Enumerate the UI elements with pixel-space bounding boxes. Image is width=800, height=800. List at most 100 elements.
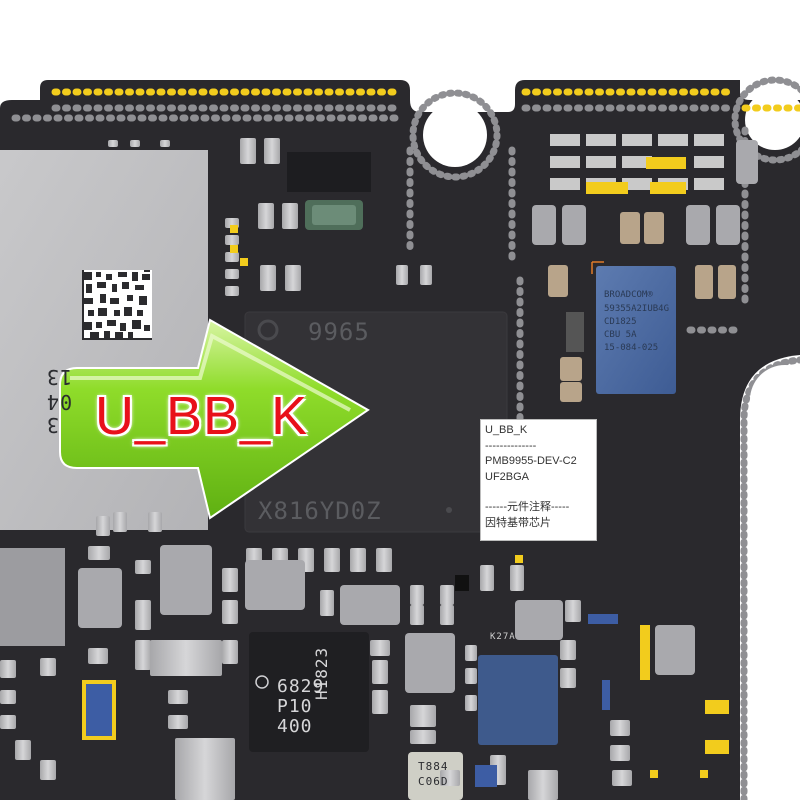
gold-pad xyxy=(650,770,658,778)
black-component xyxy=(566,312,584,352)
gold-pad xyxy=(230,245,238,253)
smd-component xyxy=(88,648,108,664)
smd-component xyxy=(222,568,238,592)
blue-component xyxy=(588,614,618,624)
broadcom-line: 15-084-025 xyxy=(604,343,659,353)
smd-component xyxy=(96,516,110,536)
inductor-chip xyxy=(686,205,710,245)
tooltip-notes-header: ------元件注释----- xyxy=(485,501,570,513)
crystal-t884 xyxy=(408,752,463,800)
ceramic-capacitor xyxy=(548,265,568,297)
broadcom-line: BROADCOM® xyxy=(604,290,653,300)
smd-component xyxy=(135,560,151,574)
ic-package xyxy=(78,568,122,628)
mount-hole-right xyxy=(750,365,800,435)
resistor-array xyxy=(694,178,724,190)
pmic-secondary xyxy=(160,545,212,615)
smd-component xyxy=(396,265,408,285)
smd-component xyxy=(240,138,256,164)
gold-pad xyxy=(650,182,686,194)
smd-component xyxy=(410,705,436,727)
smd-component xyxy=(410,730,436,744)
resistor-array xyxy=(694,134,724,146)
smd-component xyxy=(324,548,340,572)
smd-component xyxy=(160,140,170,147)
baseband-chip-mark-bottom: X816YD0Z xyxy=(258,497,382,525)
mount-hole-top xyxy=(423,103,487,167)
arrow-callout xyxy=(59,318,370,520)
broadcom-line: CBU 5A xyxy=(604,330,637,340)
gold-pad xyxy=(700,770,708,778)
smd-component xyxy=(560,668,576,688)
smd-component xyxy=(420,265,432,285)
component-callout-label[interactable]: U_BB_K xyxy=(95,386,309,446)
pmic-chip xyxy=(249,632,369,752)
smd-component xyxy=(135,600,151,630)
tooltip-note: 因特基带芯片 xyxy=(485,516,551,529)
ic-package xyxy=(405,633,455,693)
smd-component xyxy=(40,760,56,780)
gold-pad xyxy=(240,258,248,266)
blue-chip-lower xyxy=(478,655,558,745)
smd-component xyxy=(282,203,298,229)
smd-component xyxy=(260,265,276,291)
gold-pad xyxy=(705,740,729,754)
smd-component xyxy=(372,660,388,684)
left-chip-line: 04 xyxy=(46,390,73,414)
smd-component xyxy=(440,770,460,786)
smd-component xyxy=(440,605,454,625)
smd-component xyxy=(465,695,477,711)
via-row-top-left xyxy=(11,88,404,122)
smd-component xyxy=(168,715,188,729)
ceramic-capacitor xyxy=(718,265,736,299)
smd-component xyxy=(0,660,16,678)
crystal-label: T884 xyxy=(418,760,449,773)
smd-component xyxy=(370,640,390,656)
smd-component xyxy=(320,590,334,616)
smd-component xyxy=(0,715,16,729)
resistor-array xyxy=(586,156,616,168)
smd-component xyxy=(410,605,424,625)
crystal-label: C06D xyxy=(418,775,449,788)
smd-component xyxy=(510,565,524,591)
smd-component xyxy=(610,720,630,736)
sensor-chip xyxy=(736,140,758,184)
smd-component xyxy=(612,770,632,786)
ceramic-capacitor xyxy=(644,212,664,244)
broadcom-line: 59355A2IUB4G xyxy=(604,304,670,314)
smd-component xyxy=(225,235,239,245)
small-ic xyxy=(455,575,469,591)
capacitor-large xyxy=(150,640,222,676)
inductor-chip xyxy=(532,205,556,245)
smd-component xyxy=(168,690,188,704)
smd-component xyxy=(222,600,238,624)
smd-component xyxy=(225,269,239,279)
resistor-array xyxy=(622,156,652,168)
smd-component xyxy=(135,640,151,670)
chip-qr-code xyxy=(82,270,152,340)
left-chip-line: 13 xyxy=(46,365,73,389)
pmic-side-mark: H1823 xyxy=(312,646,331,700)
ic-package xyxy=(655,625,695,675)
ic-package xyxy=(515,600,563,640)
resistor-array xyxy=(586,134,616,146)
smd-component xyxy=(225,286,239,296)
resistor-array xyxy=(550,134,580,146)
smd-component xyxy=(480,565,494,591)
broadcom-line: CD1825 xyxy=(604,317,637,327)
inductor-chip xyxy=(716,205,740,245)
pmic-line: 6829 xyxy=(277,676,325,697)
crystal-label-small: K27A xyxy=(490,632,516,642)
black-chip-top xyxy=(287,152,371,192)
resistor-array xyxy=(658,134,688,146)
ceramic-capacitor xyxy=(695,265,713,299)
blue-component xyxy=(86,684,112,736)
smd-component xyxy=(113,512,127,532)
smd-component xyxy=(0,690,16,704)
smd-component xyxy=(565,600,581,622)
smd-component xyxy=(15,740,31,760)
resistor-array xyxy=(550,178,580,190)
via-row-top-right xyxy=(521,88,800,112)
